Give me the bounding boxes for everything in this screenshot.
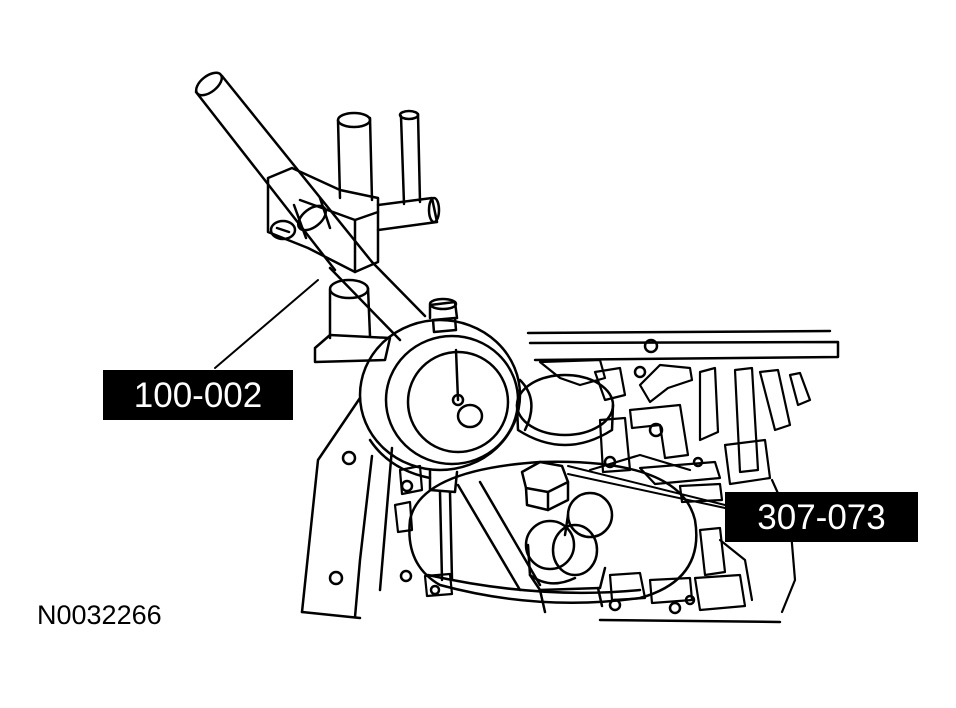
leader-line-100-002 — [214, 279, 319, 369]
gauge-tool — [520, 460, 614, 614]
dial-indicator — [358, 297, 542, 592]
figure-id: N0032266 — [37, 600, 162, 630]
fluid-channels — [393, 358, 812, 614]
leader-line-307-073 — [567, 465, 726, 506]
callout-label-307-073: 307-073 — [725, 492, 918, 542]
leader-lines — [214, 279, 726, 509]
indicator-holder — [194, 71, 441, 364]
callout-label-100-002: 100-002 — [103, 370, 293, 420]
